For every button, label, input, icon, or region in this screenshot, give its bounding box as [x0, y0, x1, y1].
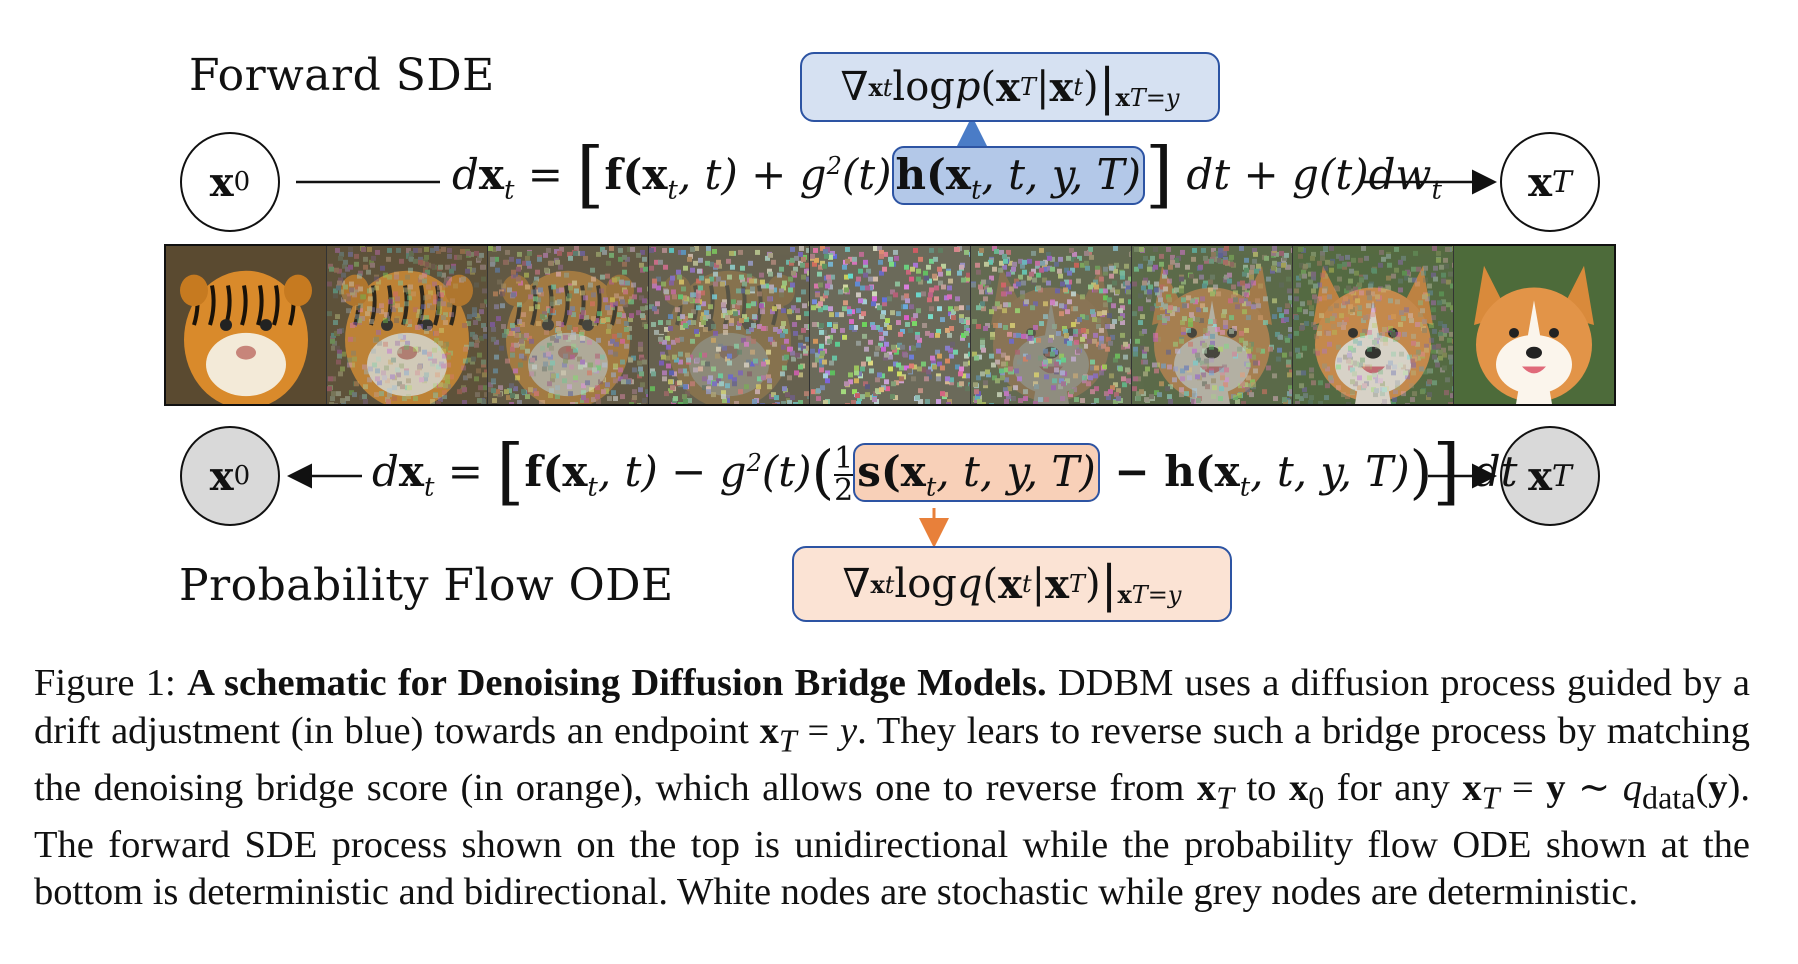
strip-frame-noisy-tiger-3 — [649, 246, 810, 404]
figure-caption: Figure 1: A schematic for Denoising Diff… — [34, 660, 1750, 917]
strip-frame-corgi — [1454, 246, 1614, 404]
strip-frame-noisy-corgi-3 — [971, 246, 1132, 404]
strip-frame-tiger — [166, 246, 327, 404]
strip-frame-noisy-corgi-2 — [1132, 246, 1293, 404]
strip-frame-noisy-corgi-1 — [1293, 246, 1454, 404]
forward-sde-equation: dxt = [f(xt, t) + g2(t)h(xt, t, y, T)] d… — [452, 150, 1442, 205]
strip-frame-noisy-tiger-2 — [488, 246, 649, 404]
strip-frame-noisy-tiger-1 — [327, 246, 488, 404]
interpolation-image-strip — [164, 244, 1616, 406]
strip-frame-noise — [810, 246, 971, 404]
